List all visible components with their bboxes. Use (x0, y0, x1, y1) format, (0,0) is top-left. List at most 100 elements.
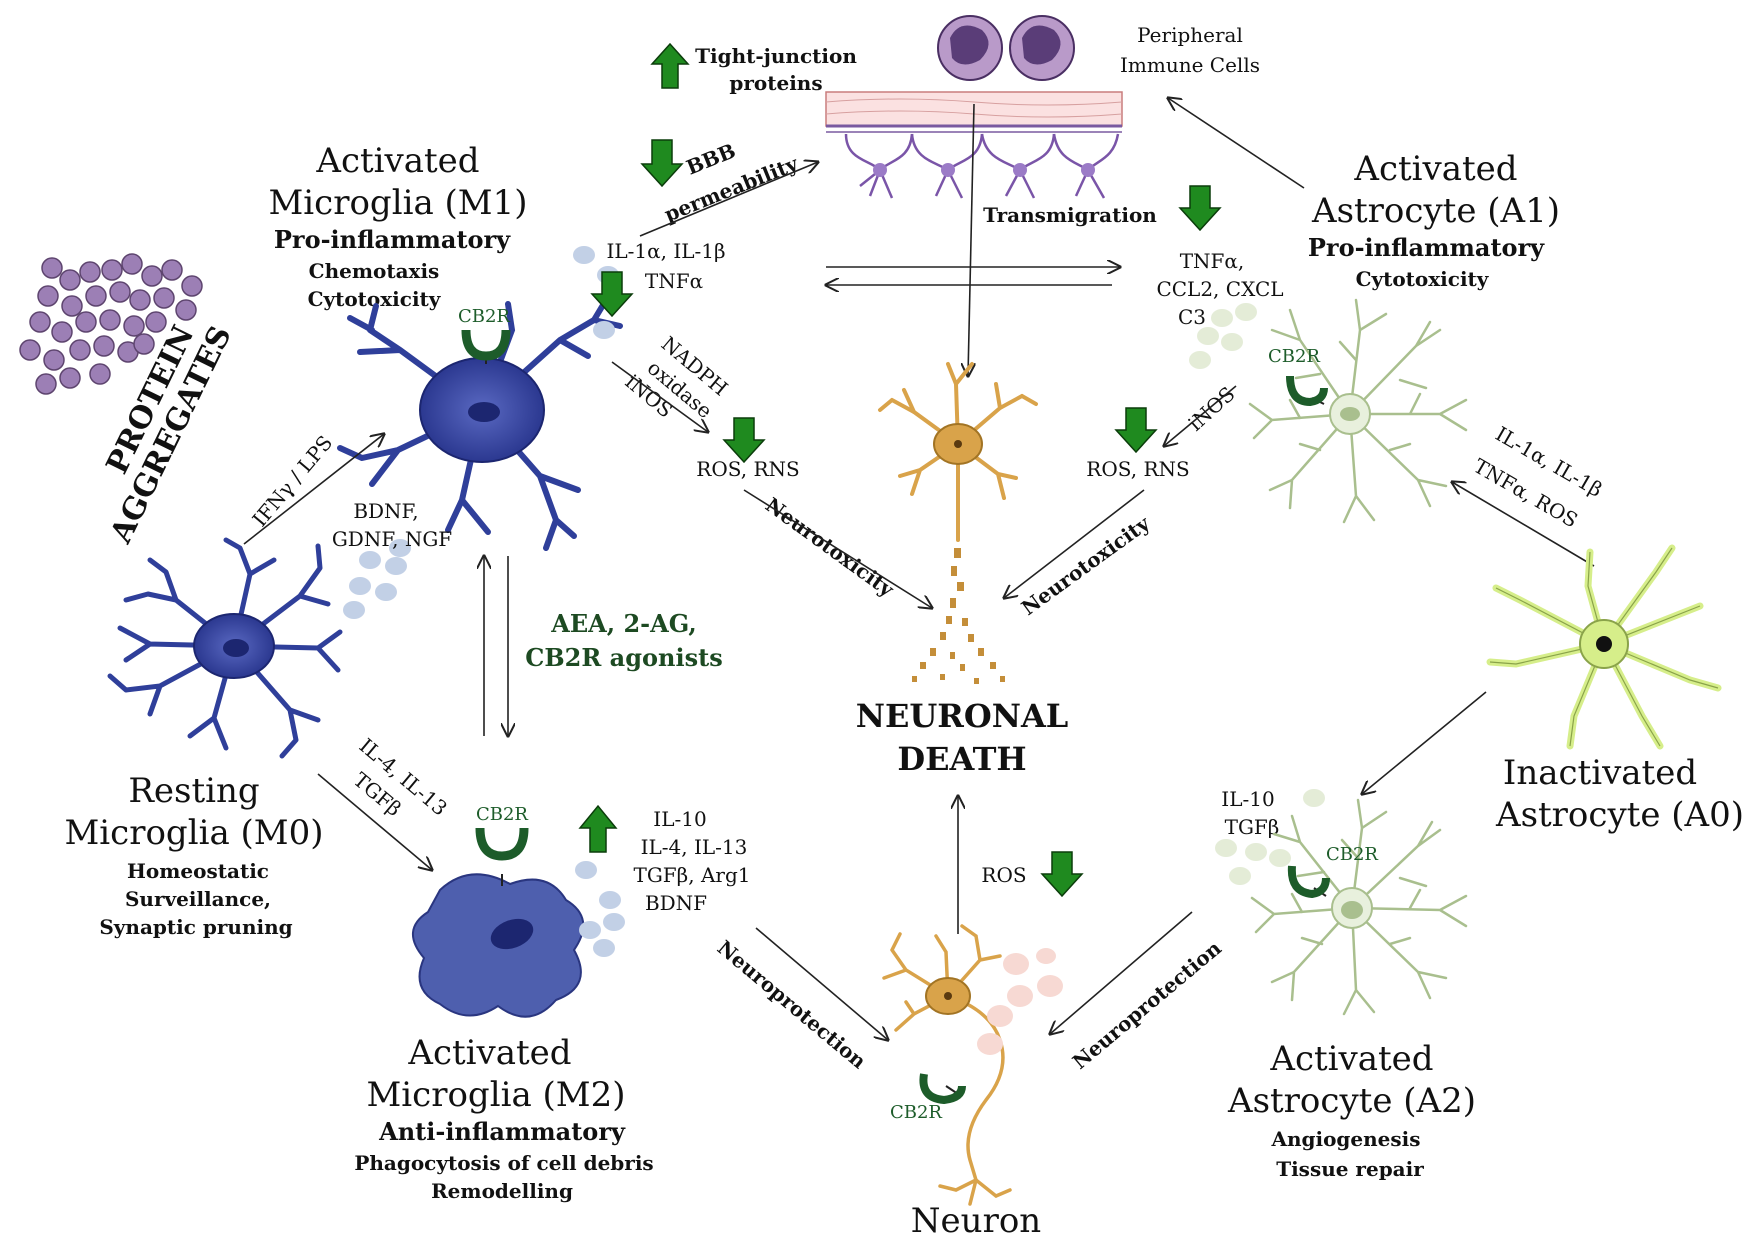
m2-role: Anti-inflammatory (378, 1117, 626, 1146)
a1-function: Cytotoxicity (1356, 267, 1490, 291)
m2-cytokines-3: TGFβ, Arg1 (633, 863, 750, 887)
ros-label: ROS (981, 863, 1026, 887)
m1-function-1: Chemotaxis (309, 259, 440, 283)
m2-vesicles (575, 861, 625, 957)
a1-neurotoxicity-arrow (1004, 489, 1145, 598)
peripheral-immune-label-2: Immune Cells (1120, 53, 1260, 77)
microglia-m1-icon (337, 297, 623, 551)
cannabinoids-1: AEA, 2-AG, (550, 609, 697, 638)
a1-title-2: Astrocyte (A1) (1311, 191, 1560, 231)
immune-to-neuron-arrow (968, 103, 974, 376)
cb2r-receptor-icon (1286, 375, 1328, 407)
a1-role: Pro-inflammatory (1308, 233, 1545, 262)
a2-title-1: Activated (1269, 1039, 1433, 1079)
bbb-label: BBB (683, 138, 739, 179)
m0-to-m1-arrow (243, 434, 384, 545)
m1-title-2: Microglia (M1) (268, 183, 527, 223)
m0-function-2: Surveillance, (125, 887, 271, 911)
m0-vesicles (343, 539, 411, 619)
bbb-arrow (639, 162, 818, 237)
a2-neuroprotection-arrow (1050, 911, 1193, 1034)
m2-title-2: Microglia (M2) (366, 1075, 625, 1115)
m2-function-2: Remodelling (431, 1179, 573, 1203)
a1-ros-arrow (1164, 385, 1237, 446)
m1-neurotoxicity-label: Neurotoxicity (761, 493, 899, 603)
neurotrophins-2: GDNF, NGF (332, 527, 452, 551)
a1-cytokines-1: TNFα, (1180, 249, 1245, 273)
neuron-cb2r-label: CB2R (890, 1102, 942, 1123)
a2-title-2: Astrocyte (A2) (1227, 1081, 1476, 1121)
cb2r-receptor-icon (475, 827, 529, 886)
microglia-m2-icon (412, 873, 585, 1018)
a1-to-bbb-arrow (1168, 98, 1305, 189)
down-arrow-icon (1040, 851, 1084, 898)
a0-to-a1-arrow (1452, 482, 1595, 567)
m1-neurotoxicity-arrow (743, 489, 932, 608)
down-arrow-icon (1114, 407, 1158, 454)
a1-cytokines-2: CCL2, CXCL (1156, 277, 1283, 301)
down-arrow-icon (640, 139, 684, 188)
a2-cb2r-label: CB2R (1326, 844, 1378, 865)
m2-cytokines-1: IL-10 (653, 807, 706, 831)
a0-title-1: Inactivated (1503, 753, 1697, 793)
m0-title-1: Resting (128, 771, 259, 811)
dying-neuron-icon (878, 362, 1038, 684)
tight-junction-label-2: proteins (729, 71, 822, 95)
immune-cell-icon (937, 15, 1075, 81)
neuronal-death-label-1: NEURONAL (856, 697, 1069, 735)
m0-function-1: Homeostatic (127, 859, 269, 883)
neuron-vesicles (977, 948, 1063, 1055)
neuronal-death-label-2: DEATH (897, 740, 1026, 778)
protein-aggregate-icon (19, 253, 203, 395)
up-arrow-icon (578, 804, 618, 853)
a1-ros-rns: ROS, RNS (1086, 457, 1189, 481)
transmigration-label: Transmigration (983, 203, 1157, 227)
m0-title-2: Microglia (M0) (64, 813, 323, 853)
m1-role: Pro-inflammatory (274, 225, 511, 254)
m1-cb2r-label: CB2R (458, 306, 510, 327)
a2-cytokines-1: IL-10 (1221, 787, 1274, 811)
astrocyte-a1-icon (1248, 298, 1468, 524)
down-arrow-icon (1178, 185, 1222, 232)
down-arrow-icon (590, 271, 634, 318)
a2-function-2: Tissue repair (1276, 1157, 1424, 1181)
m2-cytokines-4: BDNF (645, 891, 707, 915)
a1-neurotoxicity-label: Neurotoxicity (1017, 510, 1155, 620)
a0-title-2: Astrocyte (A0) (1495, 795, 1744, 835)
microglia-m0-icon (107, 537, 343, 759)
a2-vesicles (1215, 789, 1325, 885)
neurotrophins-1: BDNF, (353, 499, 418, 523)
m2-function-1: Phagocytosis of cell debris (354, 1151, 653, 1175)
m0-to-m2-arrow (317, 773, 432, 870)
cb2r-receptor-icon (919, 1073, 966, 1105)
m1-title-1: Activated (315, 141, 479, 181)
a2-function-1: Angiogenesis (1270, 1127, 1420, 1151)
m1-cytokines-1: IL-1α, IL-1β (606, 239, 725, 263)
m0-function-3: Synaptic pruning (99, 915, 292, 939)
m1-ros-arrow (611, 361, 708, 432)
m2-title-1: Activated (407, 1033, 571, 1073)
tight-junction-label-1: Tight-junction (695, 44, 857, 68)
neuron-icon (882, 924, 1012, 1206)
down-arrow-icon (722, 417, 766, 464)
m2-cb2r-label: CB2R (476, 804, 528, 825)
neuron-label: Neuron (911, 1201, 1041, 1241)
cb2r-receptor-icon (1287, 865, 1330, 899)
m1-cytokines-2: TNFα (645, 269, 703, 293)
astrocyte-a2-icon (1250, 798, 1468, 1016)
a1-cytokines-3: C3 (1178, 305, 1206, 329)
astrocyte-a0-icon (1486, 544, 1722, 750)
a2-cytokines-2: TGFβ (1225, 815, 1280, 839)
m2-neuroprotection-arrow (755, 927, 888, 1040)
a0-to-a2-arrow (1362, 691, 1487, 794)
m2-cytokines-2: IL-4, IL-13 (641, 835, 748, 859)
a1-vesicles (1189, 303, 1257, 369)
cb2r-receptor-icon (461, 329, 511, 364)
up-arrow-icon (650, 42, 690, 89)
a1-cb2r-label: CB2R (1268, 346, 1320, 367)
peripheral-immune-label-1: Peripheral (1137, 23, 1243, 47)
blood-brain-barrier (825, 91, 1123, 199)
a1-title-1: Activated (1353, 149, 1517, 189)
a2-neuroprotection-label: Neuroprotection (1068, 936, 1226, 1074)
